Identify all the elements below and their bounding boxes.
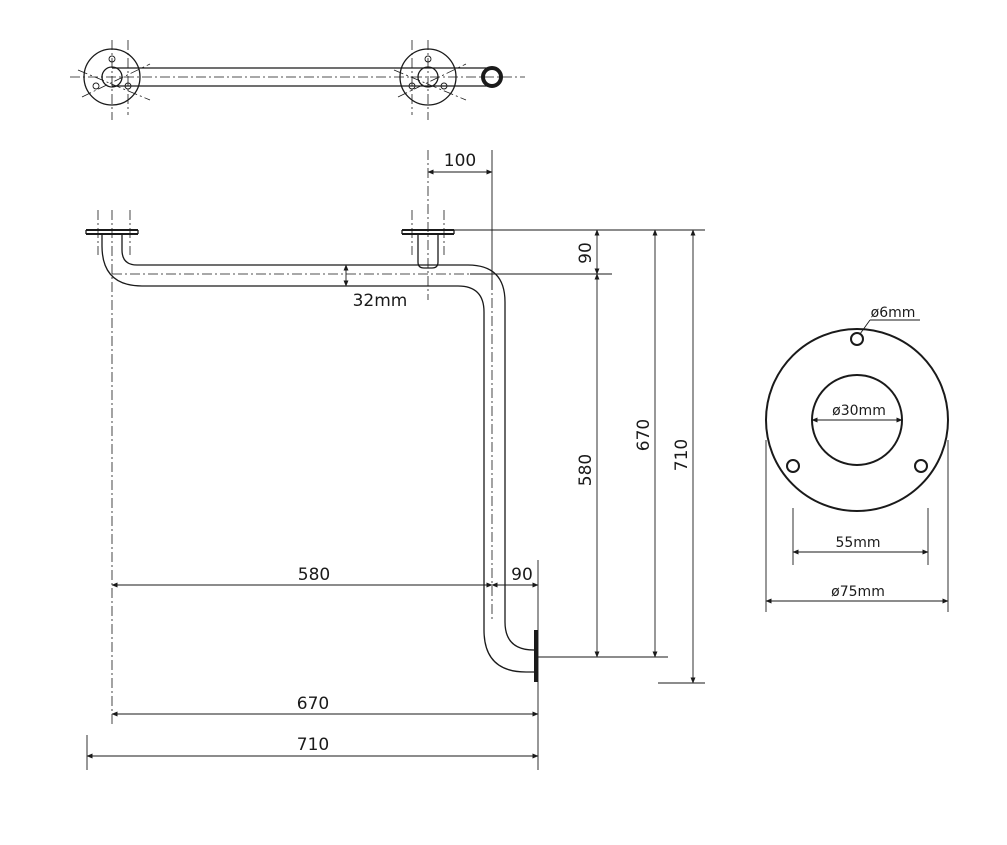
flange-bolt-spacing-label: 55mm: [835, 535, 880, 551]
dim-label-100: 100: [444, 151, 476, 171]
mounting-hole-icon: [914, 459, 928, 473]
mounting-hole-icon: [786, 459, 800, 473]
dim-label-32mm: 32mm: [353, 291, 408, 311]
dim-label-670-vertical: 670: [634, 419, 654, 451]
dim-label-710-horizontal: 710: [297, 735, 329, 755]
flange-bore-label: ø30mm: [832, 403, 886, 419]
tube-end-icon: [481, 66, 503, 88]
mounting-hole-icon: [850, 332, 864, 346]
dim-label-90-horizontal: 90: [511, 565, 533, 585]
flange-detail: [765, 319, 949, 612]
dimensions: [86, 150, 705, 770]
dim-label-710-vertical: 710: [672, 439, 692, 471]
dim-label-580-horizontal: 580: [298, 565, 330, 585]
dim-label-580-vertical: 580: [576, 454, 596, 486]
flange-hole-label: ø6mm: [871, 305, 916, 321]
top-view-left-flange: [77, 40, 151, 120]
top-view: [70, 40, 525, 120]
front-view: [85, 150, 538, 725]
dim-label-670-horizontal: 670: [297, 694, 329, 714]
dim-label-90-top: 90: [576, 242, 596, 264]
top-view-right-flange: [393, 40, 467, 120]
flange-outer-label: ø75mm: [831, 584, 885, 600]
